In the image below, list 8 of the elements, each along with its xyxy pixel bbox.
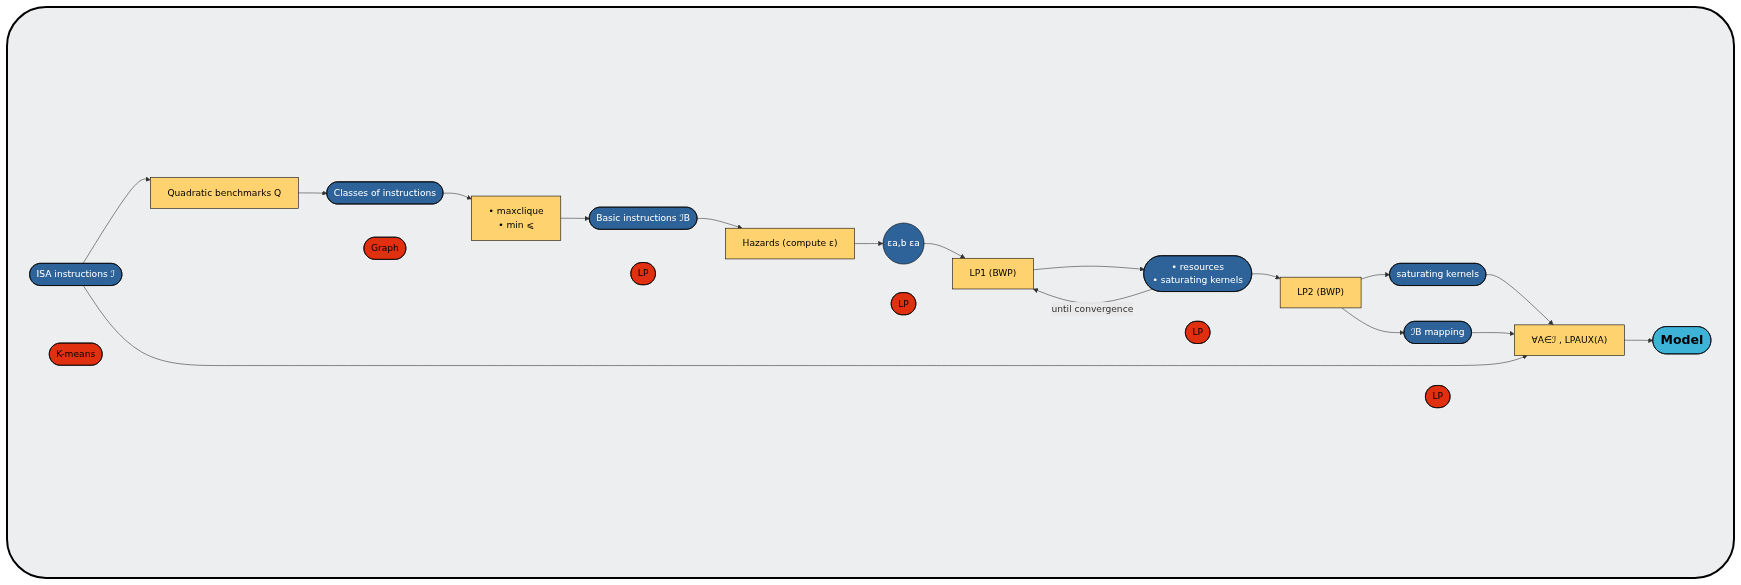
diagram-background: until convergence ISA instructions ℐ Quadratic benchmarks Q K-means Classes of instructions • maxclique • min ⩽ Graph Basic instructions ℐB Hazards (compute ε) LP εa,b εa LP1 (BWP) LP • resources • saturating kernels LP2 (BWP) LP saturating kernels ℐB mapping ∀A∈ℐ , LPAUX(A) LP Model xyxy=(6,6,1735,579)
node-box xyxy=(150,177,299,209)
node-box xyxy=(471,195,562,241)
node-box xyxy=(1280,276,1362,309)
node-box xyxy=(1514,324,1625,356)
node-circle xyxy=(882,222,925,265)
node-box xyxy=(725,227,856,260)
node-box xyxy=(952,257,1034,290)
